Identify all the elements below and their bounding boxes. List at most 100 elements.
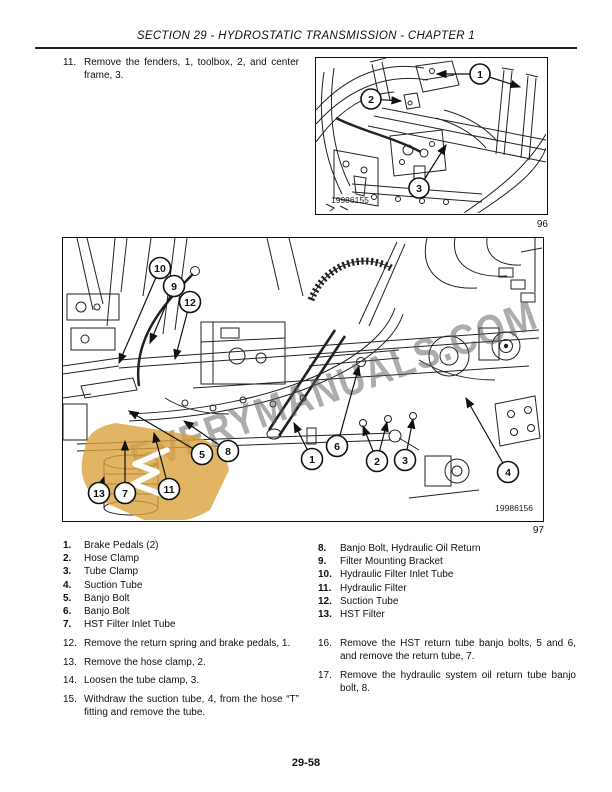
legend-item: 3.Tube Clamp bbox=[63, 565, 313, 578]
legend-item: 7. HST Filter Inlet Tube bbox=[63, 618, 313, 631]
callout-5: 5 bbox=[190, 442, 214, 466]
step-text: Loosen the tube clamp, 3. bbox=[84, 675, 200, 687]
callout-label: 1 bbox=[309, 454, 315, 466]
step-number: 14. bbox=[63, 675, 77, 687]
machinery-artwork bbox=[316, 58, 546, 213]
callout-2: 2 bbox=[365, 449, 389, 473]
callout-label: 8 bbox=[225, 446, 231, 458]
legend-num: 9. bbox=[318, 556, 327, 568]
callout-label: 11 bbox=[163, 484, 174, 496]
callout-4: 4 bbox=[496, 460, 520, 484]
callout-label: 10 bbox=[154, 263, 166, 275]
step-17: 17. Remove the hydraulic system oil retur… bbox=[318, 669, 576, 695]
legend-num: 3. bbox=[63, 566, 72, 578]
figure-96-number: 96 bbox=[536, 219, 548, 230]
callout-11: 11 bbox=[157, 477, 181, 501]
legend-label: Hydraulic Filter bbox=[340, 582, 407, 594]
legend-label: Suction Tube bbox=[340, 595, 399, 607]
page-header-title: SECTION 29 - HYDROSTATIC TRANSMISSION - … bbox=[136, 30, 476, 42]
legend-item: 1. Brake Pedals (2) bbox=[63, 539, 313, 552]
step-number: 17. bbox=[318, 669, 332, 681]
callout-1: 1 bbox=[469, 63, 491, 85]
legend-item: 2. Hose Clamp bbox=[63, 552, 313, 565]
step-list-top: 11. Remove the fenders, 1, toolbox, 2, a… bbox=[63, 56, 299, 88]
callout-12: 12 bbox=[178, 290, 202, 314]
legend-num: 8. bbox=[318, 543, 327, 554]
legend-label: HST Filter Inlet Tube bbox=[84, 619, 176, 631]
legend-item: 8. Banjo Bolt, Hydraulic Oil Return bbox=[318, 542, 580, 555]
callout-10: 10 bbox=[148, 256, 172, 280]
callout-label: 9 bbox=[171, 281, 177, 293]
legend-item: 13. HST Filter bbox=[318, 608, 580, 621]
step-15: 15. Withdraw the suction tube, 4, from th… bbox=[63, 693, 299, 719]
step-number: 16. bbox=[318, 638, 332, 649]
legend-item: 9. Filter Mounting Bracket bbox=[318, 555, 580, 568]
callout-label: 3 bbox=[402, 455, 408, 467]
callout-3: 3 bbox=[408, 177, 430, 199]
callout-label: 2 bbox=[374, 456, 380, 468]
step-number: 13. bbox=[63, 656, 77, 668]
callout-1: 1 bbox=[300, 447, 324, 471]
legend-label: Banjo Bolt bbox=[84, 606, 130, 618]
legend-num: 1. bbox=[63, 540, 72, 551]
legend-num: 5. bbox=[63, 592, 72, 604]
step-text: Remove the HST return tube banjo bolts, … bbox=[340, 638, 576, 663]
callout-label: 3 bbox=[416, 183, 422, 195]
legend-num: 11. bbox=[318, 582, 332, 594]
legend-item: 5. Banjo Bolt bbox=[63, 592, 313, 605]
callout-6: 6 bbox=[325, 434, 349, 458]
legend-label: Hose Clamp bbox=[84, 553, 140, 565]
photo-id-96: 19986155 bbox=[331, 195, 369, 205]
step-text: Withdraw the suction tube, 4, from the h… bbox=[84, 694, 299, 719]
step-text: Remove the fenders, 1, toolbox, 2, and c… bbox=[84, 57, 299, 82]
step-text: Remove the return spring and brake pedal… bbox=[84, 638, 291, 649]
legend-column-left: 1. Brake Pedals (2) 2. Hose Clamp 3.Tube C… bbox=[63, 539, 313, 631]
figure-97: EVERYMANUALS.COM bbox=[62, 237, 544, 522]
callout-13: 13 bbox=[87, 481, 111, 505]
callout-label: 4 bbox=[505, 467, 511, 479]
callout-2: 2 bbox=[360, 88, 382, 110]
callout-label: 5 bbox=[199, 449, 205, 461]
step-list-left: 12. Remove the return spring and brake pe… bbox=[63, 637, 299, 725]
callout-label: 13 bbox=[93, 488, 105, 500]
step-list-right: 16. Remove the HST return tube banjo bolt… bbox=[318, 637, 576, 701]
legend-label: Banjo Bolt, Hydraulic Oil Return bbox=[340, 543, 481, 554]
legend-item: 10.Hydraulic Filter Inlet Tube bbox=[318, 568, 580, 581]
figure-97-number: 97 bbox=[532, 525, 544, 536]
callout-label: 12 bbox=[184, 297, 196, 309]
legend-label: HST Filter bbox=[340, 609, 385, 621]
legend-label: Banjo Bolt bbox=[84, 592, 130, 604]
callout-label: 2 bbox=[368, 94, 374, 106]
legend-num: 2. bbox=[63, 553, 72, 565]
legend-num: 12. bbox=[318, 595, 332, 607]
page-number: 29-58 bbox=[291, 757, 321, 769]
legend-num: 13. bbox=[318, 609, 332, 621]
callout-7: 7 bbox=[113, 481, 137, 505]
legend-num: 7. bbox=[63, 619, 72, 631]
figure-96-drawing: 1 2 3 19986155 bbox=[316, 58, 546, 213]
callout-label: 1 bbox=[477, 69, 483, 81]
step-16: 16. Remove the HST return tube banjo bolt… bbox=[318, 637, 576, 663]
step-12: 12. Remove the return spring and brake pe… bbox=[63, 637, 299, 650]
legend-label: Suction Tube bbox=[84, 579, 143, 591]
step-14: 14. Loosen the tube clamp, 3. bbox=[63, 674, 299, 687]
legend-label: Filter Mounting Bracket bbox=[340, 556, 443, 568]
legend-column-right: 8. Banjo Bolt, Hydraulic Oil Return 9. Fil… bbox=[318, 542, 580, 621]
legend-item: 4.Suction Tube bbox=[63, 579, 313, 592]
step-text: Remove the hydraulic system oil return t… bbox=[340, 669, 576, 695]
callout-3: 3 bbox=[393, 448, 417, 472]
callout-9: 9 bbox=[162, 274, 186, 298]
step-number: 15. bbox=[63, 694, 77, 706]
figure-96: 1 2 3 19986155 bbox=[315, 57, 548, 215]
step-number: 11. bbox=[63, 57, 77, 68]
step-text: Remove the hose clamp, 2. bbox=[84, 656, 206, 668]
callout-8: 8 bbox=[216, 439, 240, 463]
callout-label: 6 bbox=[334, 441, 340, 453]
step-number: 12. bbox=[63, 638, 77, 649]
legend-label: Hydraulic Filter Inlet Tube bbox=[340, 569, 454, 581]
legend-item: 12. Suction Tube bbox=[318, 595, 580, 608]
legend-item: 11. Hydraulic Filter bbox=[318, 582, 580, 595]
legend-label: Brake Pedals (2) bbox=[84, 540, 159, 551]
header-rule bbox=[35, 47, 577, 49]
